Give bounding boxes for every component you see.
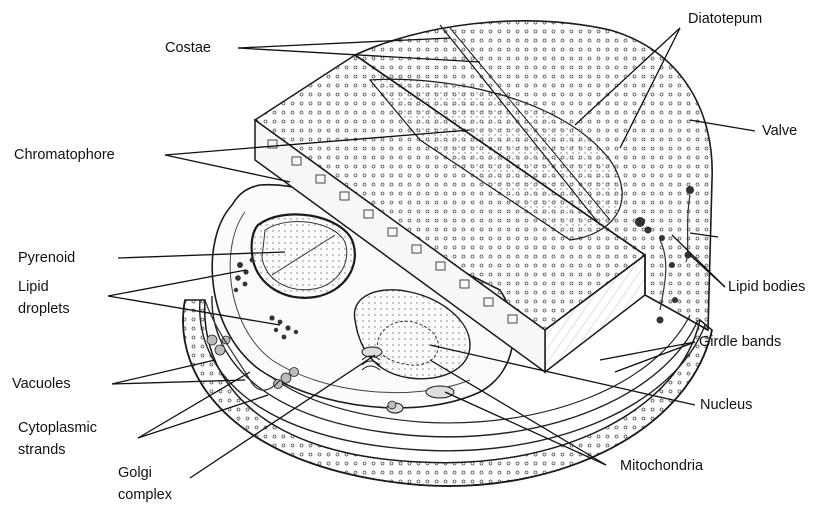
- label-lipid-droplets-line1: Lipid: [18, 276, 70, 298]
- label-valve: Valve: [762, 120, 797, 142]
- mitochondrion-1: [426, 386, 454, 398]
- label-cytoplasmic-strands: Cytoplasmic strands: [18, 417, 97, 461]
- pyrenoid-shape: [252, 214, 355, 298]
- label-lipid-droplets-line2: droplets: [18, 298, 70, 320]
- label-vacuoles: Vacuoles: [12, 373, 71, 395]
- label-chromatophore: Chromatophore: [14, 144, 115, 166]
- label-golgi-complex-line1: Golgi: [118, 462, 172, 484]
- label-girdle-bands: Girdle bands: [699, 331, 781, 353]
- mitochondrion-2: [362, 347, 382, 357]
- label-cytoplasmic-strands-line1: Cytoplasmic: [18, 417, 97, 439]
- label-lipid-bodies: Lipid bodies: [728, 276, 805, 298]
- label-cytoplasmic-strands-line2: strands: [18, 439, 97, 461]
- label-mitochondria: Mitochondria: [620, 455, 703, 477]
- label-diatotepum: Diatotepum: [688, 8, 762, 30]
- label-nucleus: Nucleus: [700, 394, 752, 416]
- label-costae: Costae: [165, 37, 211, 59]
- label-golgi-complex: Golgi complex: [118, 462, 172, 506]
- label-pyrenoid: Pyrenoid: [18, 247, 75, 269]
- label-lipid-droplets: Lipid droplets: [18, 276, 70, 320]
- label-golgi-complex-line2: complex: [118, 484, 172, 506]
